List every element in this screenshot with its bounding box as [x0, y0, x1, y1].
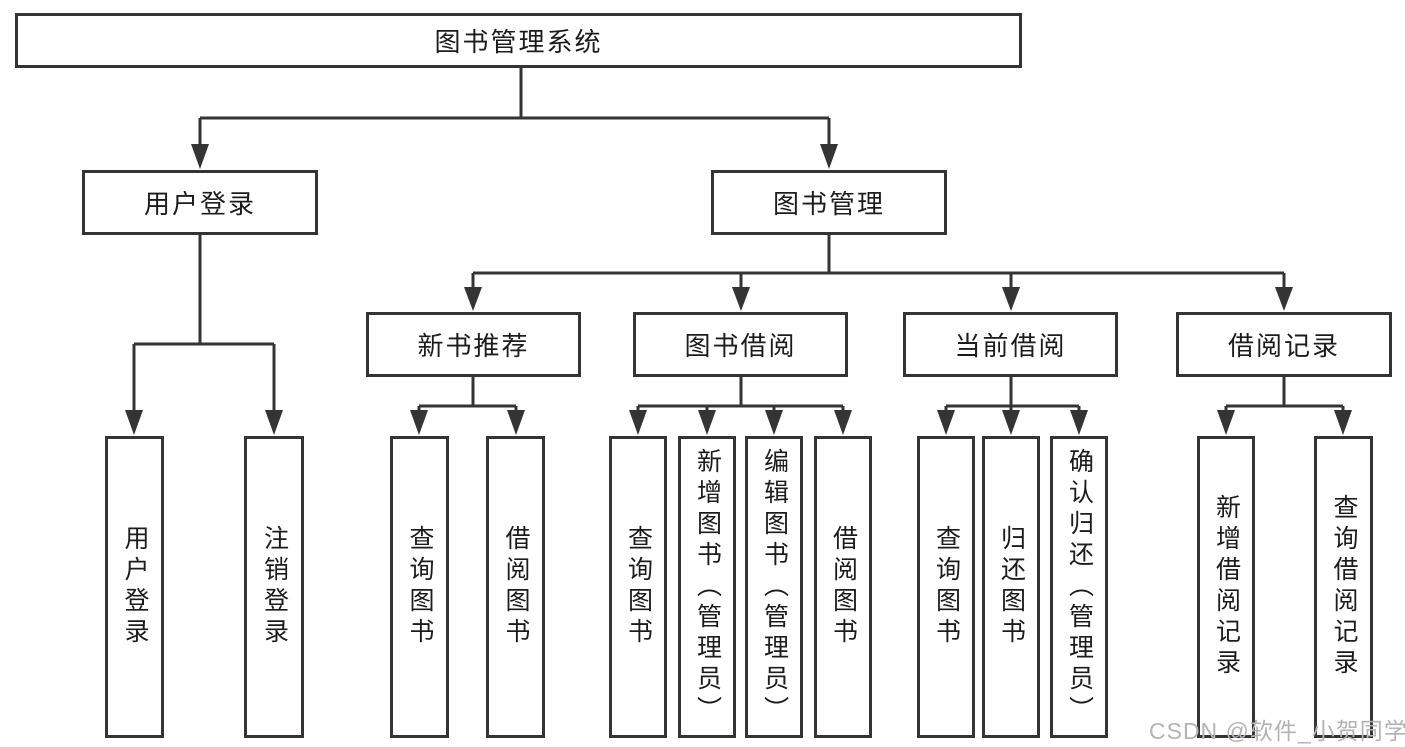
- node-label: 新增图书（管理员）: [693, 447, 722, 727]
- arrowheads-book-borrow: [629, 410, 852, 435]
- node-user-login: 用户登录: [82, 170, 318, 235]
- node-label: 查询图书: [624, 525, 653, 649]
- arrowheads-borrow-records: [1217, 410, 1352, 435]
- node-label: 新书推荐: [417, 331, 530, 361]
- edge-new-book-recommend-children: [417, 377, 518, 416]
- node-book-borrow: 图书借阅: [633, 312, 848, 377]
- arrowheads-book-management: [464, 287, 1293, 311]
- node-login: 用户登录: [105, 436, 164, 738]
- node-bb-query-books: 查询图书: [609, 436, 667, 738]
- node-label: 借阅图书: [502, 525, 530, 649]
- node-label: 借阅图书: [829, 525, 858, 649]
- node-new-book-recommend: 新书推荐: [366, 312, 581, 377]
- edge-root-to-level1: [198, 68, 831, 148]
- edge-borrow-records-children: [1224, 377, 1345, 416]
- node-cb-query-books: 查询图书: [917, 436, 975, 738]
- node-label: 查询图书: [932, 525, 961, 649]
- node-label: 新增借阅记录: [1212, 494, 1241, 680]
- node-system-root: 图书管理系统: [15, 13, 1022, 68]
- arrowheads-level1: [191, 144, 838, 169]
- node-label: 确认归还（管理员）: [1065, 447, 1094, 727]
- node-label: 图书借阅: [684, 331, 797, 361]
- node-nbr-query-books: 查询图书: [390, 436, 449, 738]
- node-br-add-record: 新增借阅记录: [1197, 436, 1255, 738]
- arrowheads-current-borrow: [937, 410, 1088, 435]
- node-bb-borrow-books: 借阅图书: [814, 436, 872, 738]
- node-borrow-records: 借阅记录: [1176, 312, 1392, 377]
- node-label: 归还图书: [997, 525, 1026, 649]
- node-bb-add-books: 新增图书（管理员）: [678, 436, 736, 738]
- node-label: 注销登录: [260, 525, 289, 649]
- node-label: 用户登录: [143, 189, 256, 219]
- node-cb-return-books: 归还图书: [982, 436, 1040, 738]
- node-br-query-record: 查询借阅记录: [1314, 436, 1373, 738]
- node-label: 借阅记录: [1227, 331, 1340, 361]
- node-logout: 注销登录: [244, 436, 304, 738]
- node-label: 当前借阅: [954, 331, 1067, 361]
- node-label: 查询图书: [406, 525, 434, 649]
- node-label: 编辑图书（管理员）: [760, 447, 789, 727]
- arrowheads-user-login: [125, 410, 283, 435]
- node-bb-edit-books: 编辑图书（管理员）: [745, 436, 803, 738]
- node-label: 查询借阅记录: [1330, 494, 1358, 680]
- node-book-management: 图书管理: [711, 170, 947, 235]
- edge-book-management-children: [471, 235, 1286, 292]
- node-label: 用户登录: [121, 525, 149, 649]
- node-cb-confirm-return: 确认归还（管理员）: [1050, 436, 1108, 738]
- arrowheads-new-book-recommend: [410, 410, 525, 435]
- node-current-borrow: 当前借阅: [903, 312, 1118, 377]
- node-label: 图书管理: [772, 189, 885, 219]
- csdn-watermark: CSDN @软件_小贺同学: [1149, 718, 1405, 744]
- node-nbr-borrow-books: 借阅图书: [486, 436, 545, 738]
- node-label: 图书管理系统: [434, 27, 603, 57]
- edge-book-borrow-children: [636, 377, 845, 416]
- edge-user-login-children: [132, 235, 276, 414]
